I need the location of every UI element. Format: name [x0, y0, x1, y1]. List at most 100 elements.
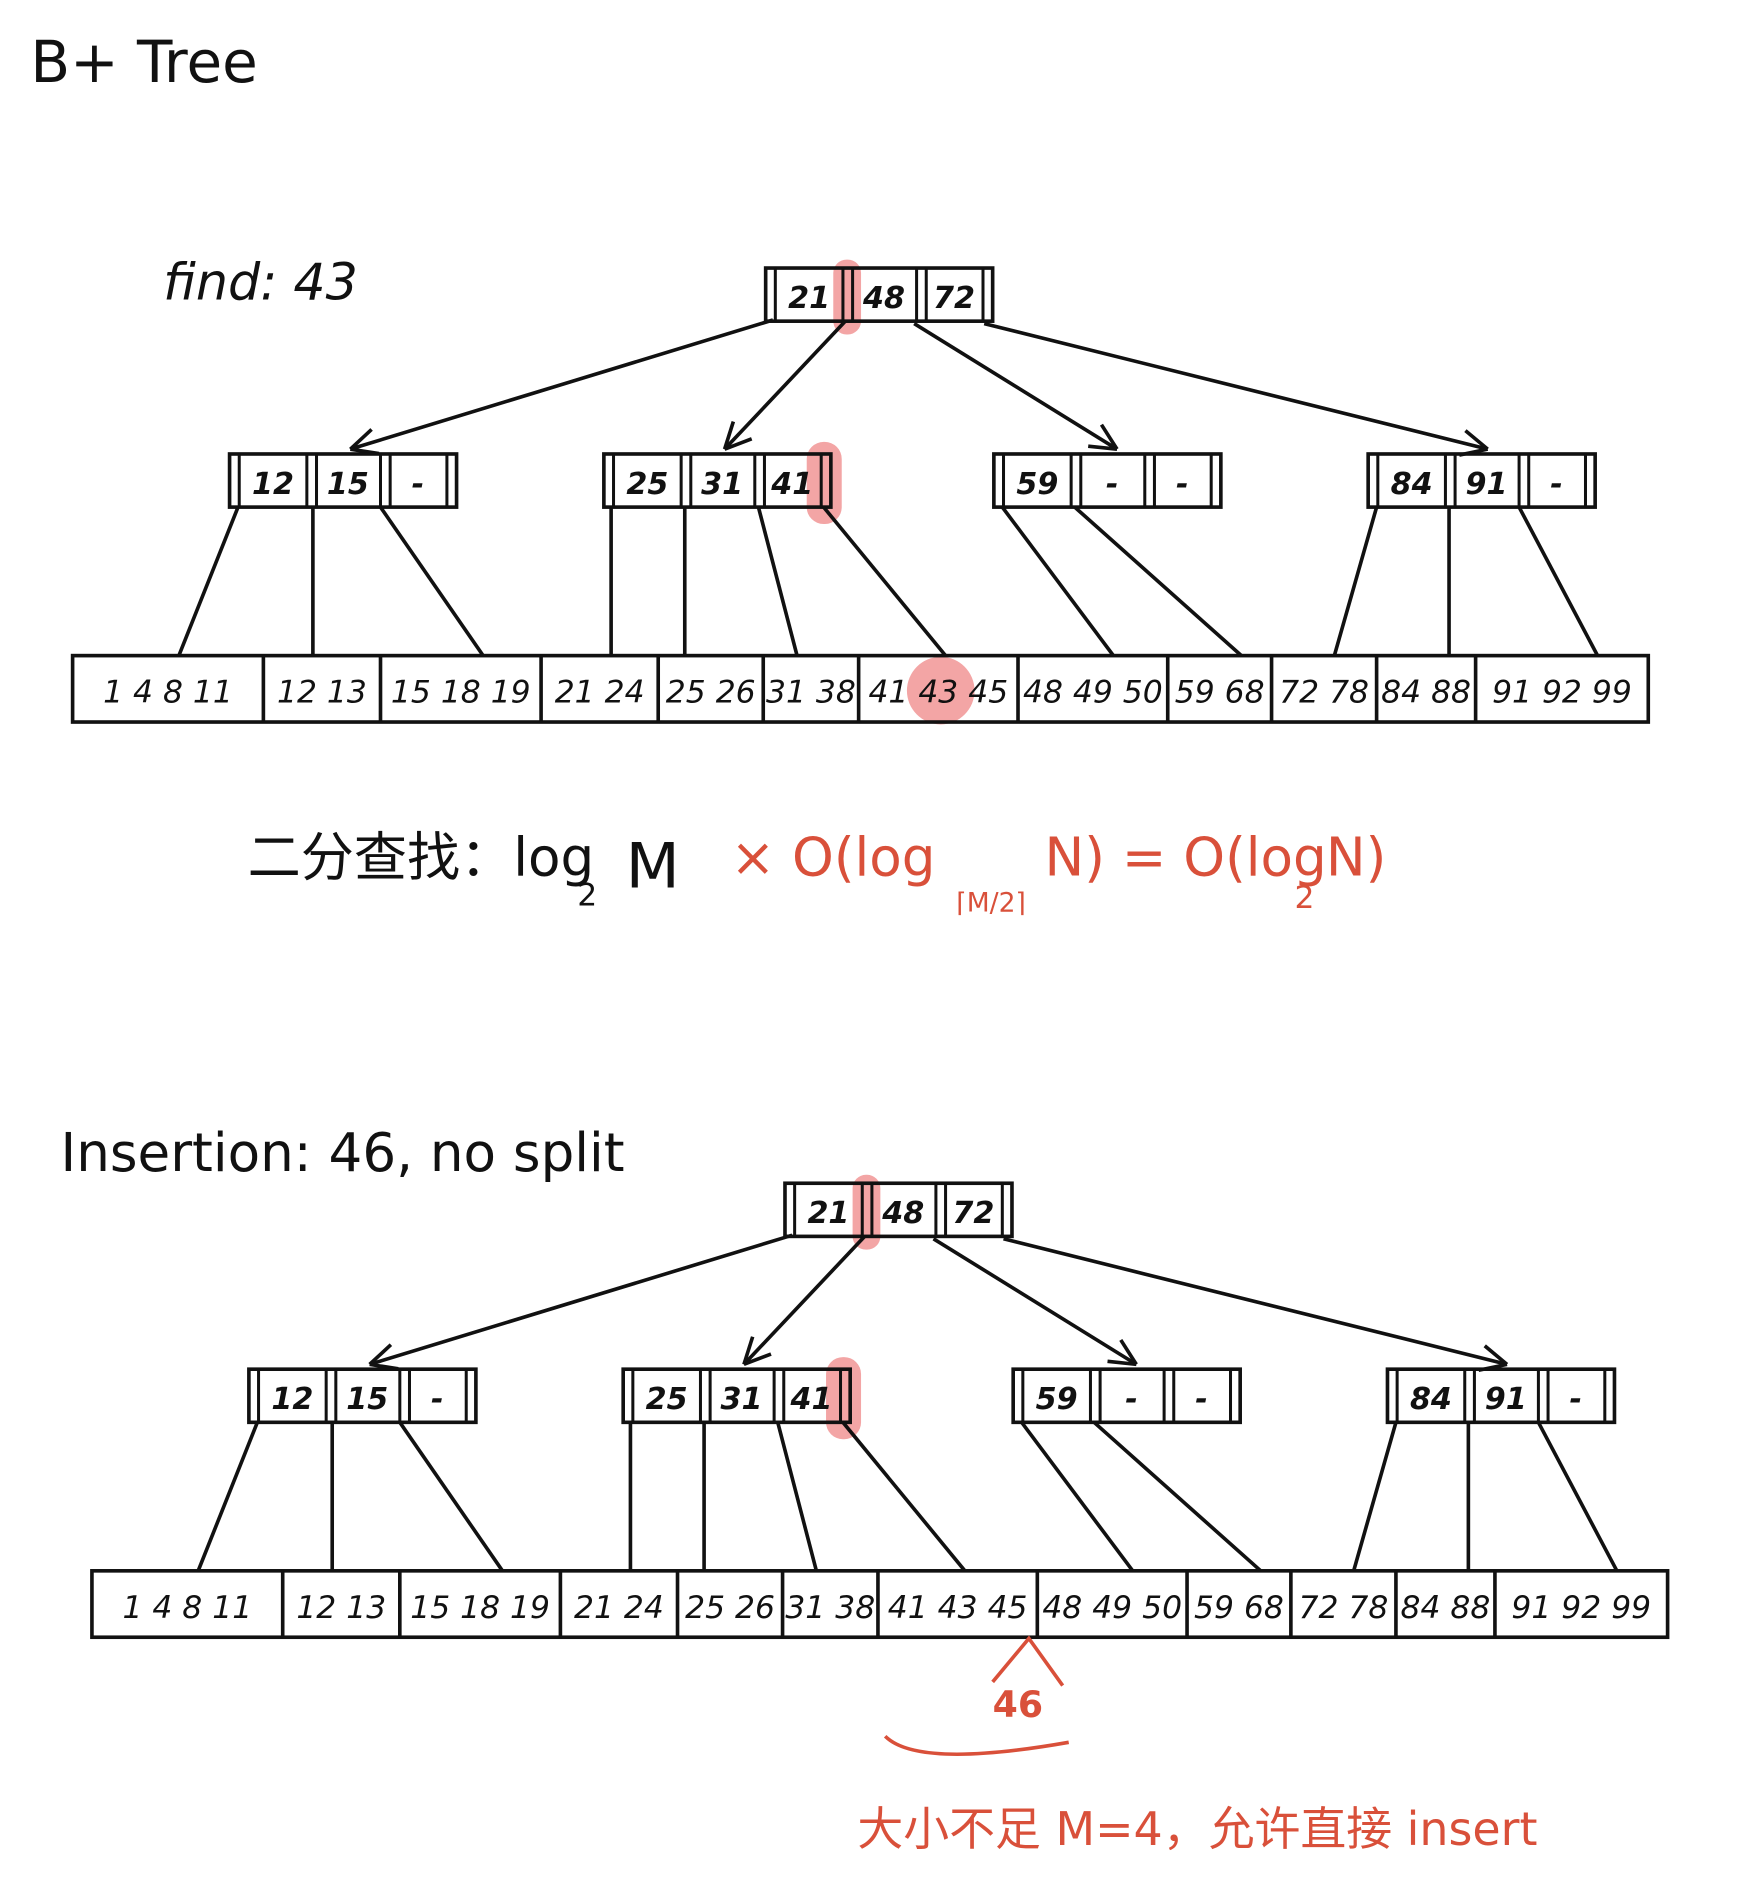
node-key: 59 [1016, 467, 1058, 502]
node-box [1011, 1367, 1242, 1425]
found-key-highlight [906, 656, 975, 725]
child-pointer-line [379, 506, 485, 657]
child-pointer-line [756, 506, 799, 657]
search-path-highlight [826, 1357, 862, 1440]
arrow-head [743, 1352, 772, 1367]
leaf-node: 72 78 [1279, 675, 1369, 711]
arrow-head [1119, 1338, 1138, 1366]
leaf-node: 59 68 [1194, 1590, 1284, 1626]
pointer-arrow [742, 1235, 866, 1366]
leaf-node: 59 68 [1175, 675, 1265, 711]
leaf-node: 15 18 19 [391, 675, 531, 711]
leaf-node: 12 13 [277, 675, 367, 711]
insertion-label: Insertion: 46, no split [61, 1122, 625, 1184]
leaf-node: 41 43 45 [888, 1590, 1028, 1626]
child-pointer-line [1000, 506, 1115, 657]
node-key: 31 [701, 467, 743, 502]
complexity-formula: 二分查找：log 2 M × O(log ⌈M/2⌉ N) = O(log 2 … [248, 826, 1387, 918]
root-node: 21 48 72 [783, 1181, 1014, 1239]
child-pointer-line [1073, 505, 1243, 657]
pointer-arrow [932, 1237, 1138, 1366]
node-key: - [1106, 467, 1119, 502]
leaf-node: 48 49 50 [1023, 675, 1163, 711]
node-key: 72 [933, 281, 975, 316]
search-path-highlight [852, 1174, 881, 1250]
arrow-head [1088, 444, 1118, 451]
leaf-node: 84 88 [1401, 1590, 1491, 1626]
formula-red-tail: N) [1326, 826, 1386, 888]
leaf-node: 91 92 99 [1511, 1590, 1651, 1626]
node-key: 31 [721, 1382, 763, 1417]
node-key: 72 [952, 1196, 994, 1231]
node-key: 41 [770, 467, 813, 502]
formula-binary-search: 二分查找：log [248, 826, 595, 888]
node-box [247, 1367, 478, 1425]
child-pointer-line [196, 1421, 260, 1572]
formula-red-sub2: 2 [1295, 880, 1315, 916]
child-pointer-line [177, 506, 240, 657]
internal-node: 59 - - [992, 452, 1223, 509]
node-box [1385, 1367, 1617, 1425]
insert-value: 46 [993, 1683, 1043, 1726]
formula-red-mid: N) = O(log [1045, 826, 1327, 888]
child-pointer-line [1351, 1421, 1398, 1572]
node-key: 12 [252, 467, 294, 502]
leaf-node: 21 24 [574, 1590, 664, 1626]
formula-red-sub: ⌈M/2⌉ [956, 888, 1025, 919]
node-key: 15 [327, 467, 369, 502]
child-pointer-line [1020, 1421, 1135, 1572]
arrow-head [742, 1336, 755, 1365]
leaf-node: 31 38 [785, 1590, 875, 1626]
node-key: 48 [862, 281, 905, 316]
find-tree: 21 48 72 12 15 - 25 31 41 59 - - 84 91 - 1 4 8 11 12 13 1… [70, 259, 1651, 725]
root-node: 21 48 72 [763, 266, 995, 323]
node-key: 48 [881, 1196, 924, 1231]
child-pointer-line [398, 1421, 504, 1572]
arrow-head [1107, 1359, 1137, 1367]
child-pointer-line [775, 1421, 819, 1572]
find-label: find: 43 [163, 252, 358, 311]
pointer-arrow [983, 321, 1489, 451]
leaf-node: 84 88 [1381, 675, 1471, 711]
formula-sub: 2 [577, 878, 597, 914]
node-key: 21 [807, 1196, 849, 1231]
node-key: - [1550, 467, 1563, 502]
node-key: - [1176, 467, 1189, 502]
node-key: 41 [790, 1382, 833, 1417]
node-key: 25 [626, 467, 668, 502]
node-key: - [1125, 1382, 1138, 1417]
node-box [992, 452, 1223, 509]
node-key: 91 [1465, 467, 1507, 502]
leaf-node: 1 4 8 11 [103, 675, 233, 711]
node-key: - [431, 1382, 444, 1417]
child-pointer-line [822, 505, 947, 657]
pointer-arrow [349, 318, 774, 451]
node-box [1366, 452, 1597, 509]
child-pointer-line [1332, 506, 1379, 657]
underline-stroke [883, 1734, 1070, 1756]
node-box [227, 452, 459, 509]
leaf-node: 15 18 19 [410, 1590, 550, 1626]
child-pointer-line [841, 1421, 967, 1572]
leaf-node: 21 24 [555, 675, 645, 711]
insert-position-caret [991, 1635, 1065, 1687]
node-key: - [1195, 1382, 1208, 1417]
leaf-node: 41 43 45 [868, 675, 1008, 711]
node-box [602, 452, 833, 509]
arrow-head [368, 1343, 393, 1366]
child-pointer-line [1536, 1421, 1619, 1572]
diagram-title: B+ Tree [30, 28, 257, 96]
leaf-node: 91 92 99 [1492, 675, 1632, 711]
node-key: 21 [788, 281, 830, 316]
child-pointer-line [1517, 506, 1600, 657]
leaf-node: 1 4 8 11 [122, 1590, 252, 1626]
pointer-arrow [1003, 1237, 1508, 1367]
node-key: 84 [1391, 467, 1433, 502]
leaf-node: 48 49 50 [1042, 1590, 1182, 1626]
